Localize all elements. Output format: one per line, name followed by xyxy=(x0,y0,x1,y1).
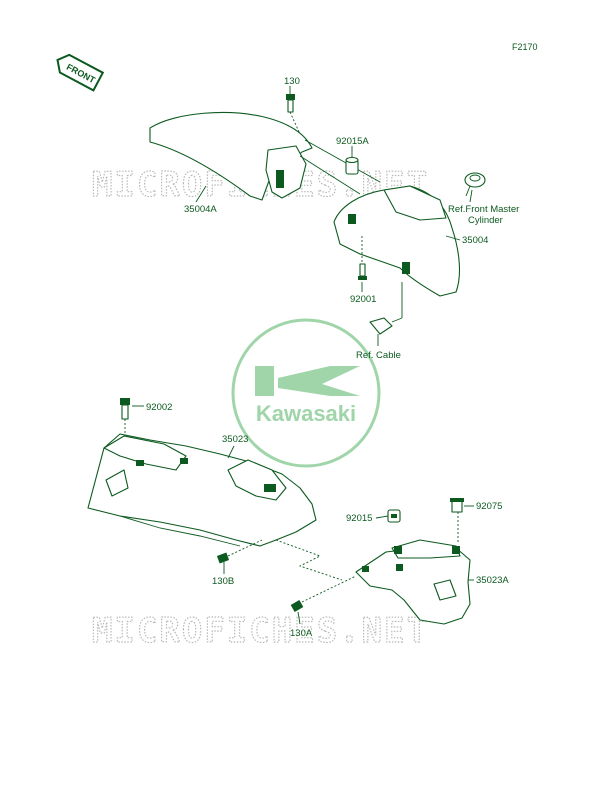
label-130b: 130B xyxy=(212,576,234,587)
cable-clamp xyxy=(369,282,403,335)
grommet-92015 xyxy=(387,509,401,523)
figure-code: F2170 xyxy=(512,42,538,52)
bolt-92002 xyxy=(120,398,130,436)
label-ref-master-1: Ref.Front Master xyxy=(448,204,519,215)
spacer-92015a xyxy=(345,156,359,175)
rear-fender-35023 xyxy=(87,433,317,547)
label-35023a: 35023A xyxy=(476,575,509,586)
front-fender-35004a xyxy=(149,112,381,201)
bolt-130a xyxy=(290,575,357,612)
label-92001: 92001 xyxy=(350,294,376,305)
label-35004: 35004 xyxy=(462,235,488,246)
nut-92075 xyxy=(450,498,464,544)
label-92015a: 92015A xyxy=(336,136,369,147)
logo-text: Kawasaki xyxy=(256,401,356,426)
label-ref-cable: Ref. Cable xyxy=(356,350,401,361)
label-ref-master-2: Cylinder xyxy=(468,215,503,226)
label-35004a: 35004A xyxy=(184,204,217,215)
label-92075: 92075 xyxy=(476,501,502,512)
leader-lines xyxy=(132,86,474,625)
label-130a: 130A xyxy=(290,628,313,639)
kawasaki-logo: Kawasaki xyxy=(231,318,381,468)
front-fender-35004 xyxy=(333,185,460,297)
label-35023: 35023 xyxy=(222,434,248,445)
rear-flap-35023a xyxy=(355,539,471,625)
front-arrow-icon: FRONT xyxy=(56,53,105,92)
label-92015: 92015 xyxy=(346,513,372,524)
bolt-130b xyxy=(216,539,263,564)
bolt-92001 xyxy=(358,236,367,280)
bolt-130 xyxy=(286,94,301,135)
watermark-bottom: MICROFICHES.NET xyxy=(92,611,429,651)
label-92002: 92002 xyxy=(146,402,172,413)
label-130: 130 xyxy=(284,76,300,87)
master-cylinder-ref xyxy=(464,172,486,197)
